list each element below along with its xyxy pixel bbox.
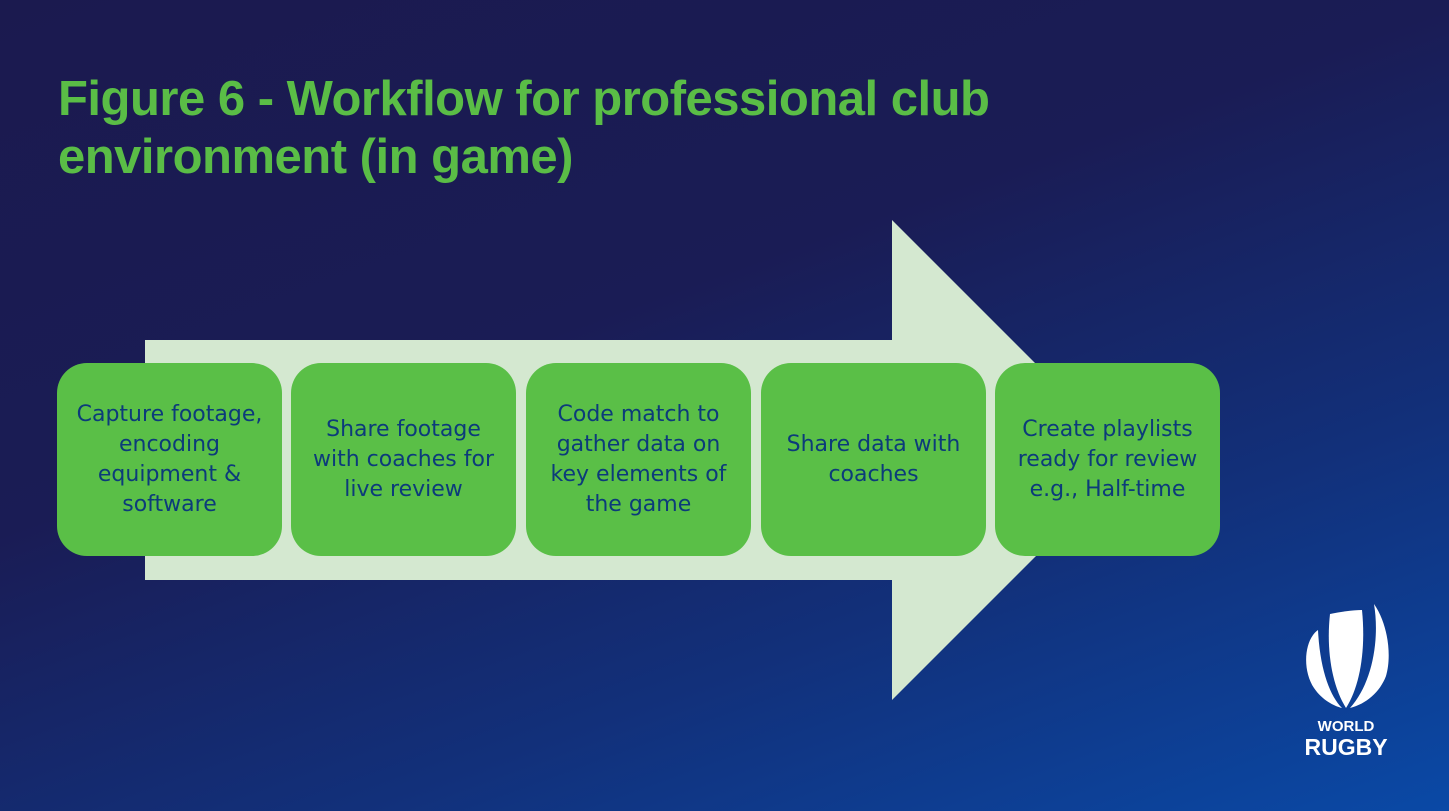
logo-line2: RUGBY bbox=[1304, 734, 1388, 760]
step-label: Capture footage, encoding equipment & so… bbox=[76, 401, 263, 517]
step-1-box: Capture footage, encoding equipment & so… bbox=[57, 363, 282, 556]
world-rugby-logo: WORLD RUGBY bbox=[1300, 600, 1392, 759]
step-3-box: Code match to gather data on key element… bbox=[526, 363, 751, 556]
step-label: Share data with coaches bbox=[786, 431, 961, 487]
logo-line1: WORLD bbox=[1317, 718, 1375, 735]
page-title: Figure 6 - Workflow for professional clu… bbox=[58, 72, 990, 184]
rugby-ball-icon bbox=[1306, 604, 1389, 708]
step-label: Create playlists ready for review e.g., … bbox=[1017, 416, 1198, 502]
step-4-box: Share data with coaches bbox=[761, 363, 986, 556]
step-5-box: Create playlists ready for review e.g., … bbox=[995, 363, 1220, 556]
step-2-box: Share footage with coaches for live revi… bbox=[291, 363, 516, 556]
step-label: Share footage with coaches for live revi… bbox=[313, 416, 494, 502]
step-label: Code match to gather data on key element… bbox=[550, 401, 727, 517]
